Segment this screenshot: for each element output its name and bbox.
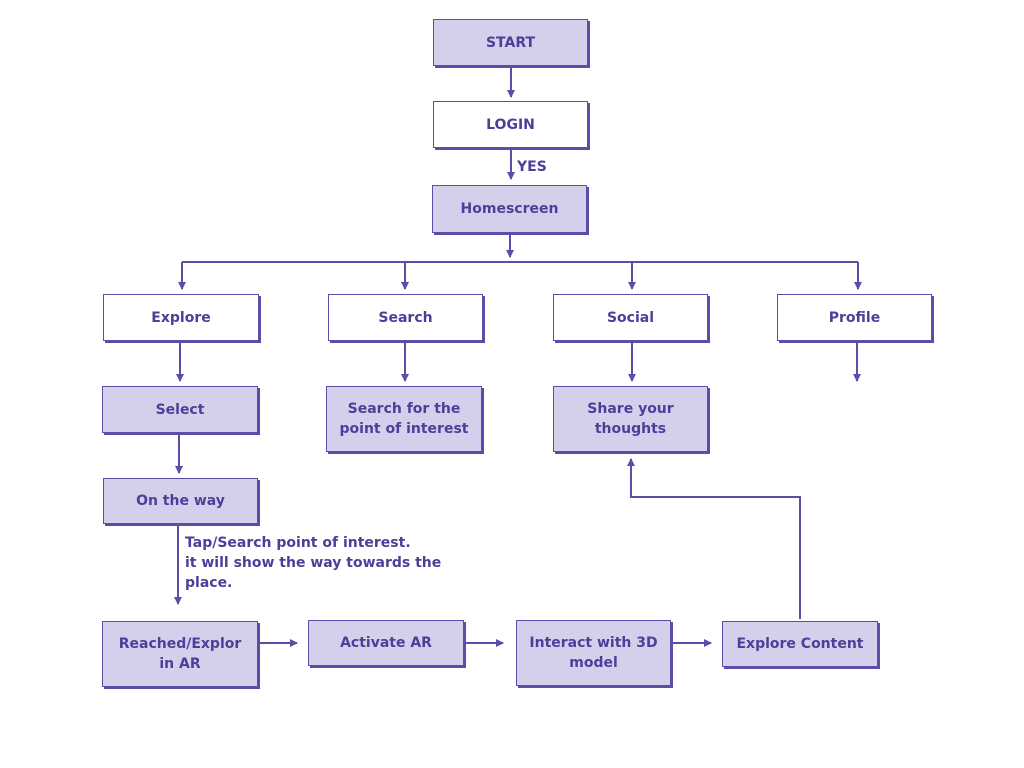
arrow-explorecontent-share [627, 458, 801, 619]
explore-content-node: Explore Content [722, 621, 878, 667]
yes-label: YES [517, 159, 547, 175]
social-node: Social [553, 294, 708, 341]
select-node: Select [102, 386, 258, 433]
share-thoughts-node: Share your thoughts [553, 386, 708, 452]
login-node: LOGIN [433, 101, 588, 148]
reached-ar-node: Reached/Explor in AR [102, 621, 258, 687]
interact-3d-node: Interact with 3D model [516, 620, 671, 686]
explore-node: Explore [103, 294, 259, 341]
on-the-way-node: On the way [103, 478, 258, 524]
search-poi-node: Search for the point of interest [326, 386, 482, 452]
homescreen-node: Homescreen [432, 185, 587, 233]
search-node: Search [328, 294, 483, 341]
start-node: START [433, 19, 588, 66]
tap-search-note: Tap/Search point of interest. it will sh… [185, 535, 442, 591]
profile-node: Profile [777, 294, 932, 341]
activate-ar-node: Activate AR [308, 620, 464, 666]
